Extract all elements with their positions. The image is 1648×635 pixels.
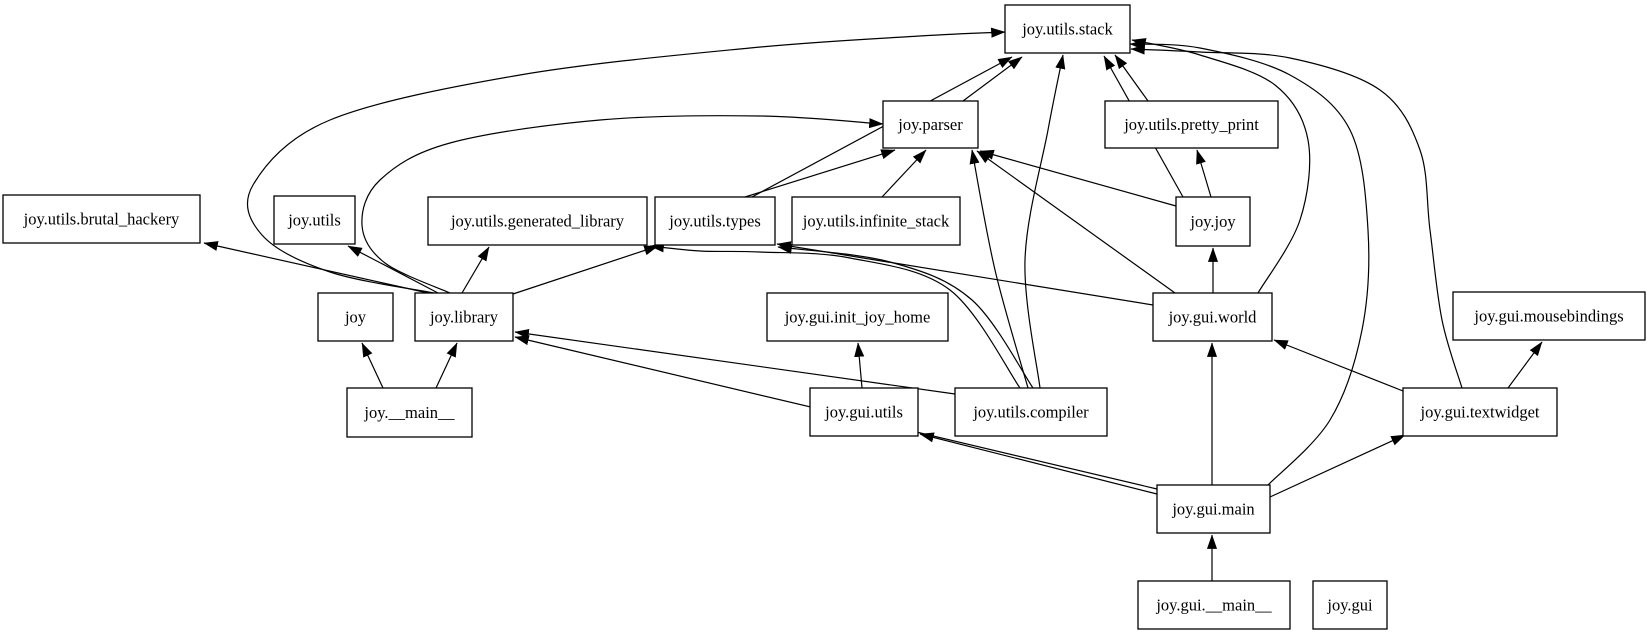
node-box-joy	[317, 292, 394, 342]
edge-joy.gui.world-to-joy.utils.stack	[1131, 38, 1311, 294]
node-box-joy.utils.generated_library	[427, 196, 648, 246]
node-joy.gui: joy.gui	[1312, 580, 1388, 630]
node-joy.library: joy.library	[414, 292, 514, 342]
node-label-joy.gui.utils: joy.gui.utils	[824, 403, 903, 422]
nodes-layer: joy.utils.stack joy.parser joy.utils.prett…	[2, 4, 1646, 630]
edge-joy.__main__-to-joy.library	[435, 342, 458, 389]
node-label-joy.gui.textwidget: joy.gui.textwidget	[1420, 403, 1540, 422]
node-box-joy.__main__	[346, 387, 473, 438]
edge-joy.utils.compiler-to-joy.utils.stack	[1024, 54, 1066, 389]
node-box-joy.gui.textwidget	[1402, 387, 1558, 437]
node-joy: joy	[317, 292, 394, 342]
node-box-joy.utils.types	[654, 196, 776, 246]
edge-joy.gui.world-to-joy.utils.types	[776, 241, 1154, 306]
node-box-joy.utils.infinite_stack	[791, 196, 961, 246]
edge-joy.gui.utils-to-joy.gui.init_joy_home	[854, 342, 865, 389]
edge-joy.library-to-joy.utils.types	[512, 245, 659, 295]
node-joy.joy: joy.joy	[1175, 196, 1251, 247]
edges-layer	[203, 27, 1543, 581]
node-joy.utils.pretty_print: joy.utils.pretty_print	[1104, 100, 1279, 149]
node-joy.utils.infinite_stack: joy.utils.infinite_stack	[791, 196, 961, 246]
node-box-joy.gui.init_joy_home	[766, 292, 949, 342]
node-label-joy.utils.generated_library: joy.utils.generated_library	[450, 212, 625, 231]
node-label-joy.library: joy.library	[429, 308, 499, 327]
node-label-joy.utils.pretty_print: joy.utils.pretty_print	[1123, 115, 1259, 134]
node-box-joy.utils	[273, 195, 356, 245]
edge-joy.utils.compiler-to-joy.parser	[969, 149, 1029, 389]
node-label-joy.utils.infinite_stack: joy.utils.infinite_stack	[802, 212, 950, 231]
node-label-joy: joy	[344, 308, 367, 327]
node-joy.utils.compiler: joy.utils.compiler	[954, 387, 1108, 437]
edge-joy.gui.textwidget-to-joy.utils.stack	[1130, 44, 1463, 389]
edge-joy.library-to-joy.utils.stack	[246, 27, 1006, 294]
node-box-joy.parser	[882, 100, 979, 149]
node-joy.utils: joy.utils	[273, 195, 356, 245]
node-joy.utils.brutal_hackery: joy.utils.brutal_hackery	[2, 194, 201, 244]
node-joy.utils.types: joy.utils.types	[654, 196, 776, 246]
edge-joy.gui.world-to-joy.parser	[976, 150, 1176, 294]
node-box-joy.gui	[1312, 580, 1388, 630]
node-joy.gui.utils: joy.gui.utils	[809, 387, 919, 437]
node-box-joy.utils.brutal_hackery	[2, 194, 201, 244]
node-box-joy.utils.pretty_print	[1104, 100, 1279, 149]
edge-joy.library-to-joy.utils.generated_library	[461, 246, 490, 294]
node-label-joy.utils.compiler: joy.utils.compiler	[972, 403, 1089, 422]
node-label-joy.gui.init_joy_home: joy.gui.init_joy_home	[784, 308, 931, 327]
node-label-joy.utils.types: joy.utils.types	[668, 212, 761, 231]
node-label-joy.gui.__main__: joy.gui.__main__	[1155, 596, 1272, 615]
node-box-joy.gui.world	[1152, 292, 1273, 342]
edge-joy.gui.main-to-joy.utils.stack	[1129, 39, 1370, 486]
node-label-joy.gui.main: joy.gui.main	[1171, 500, 1254, 519]
node-label-joy.utils.brutal_hackery: joy.utils.brutal_hackery	[23, 210, 180, 229]
edge-joy.utils.compiler-to-joy.utils.generated_library	[649, 242, 1021, 389]
node-box-joy.gui.utils	[809, 387, 919, 437]
node-label-joy.parser: joy.parser	[897, 115, 963, 134]
edge-joy.__main__-to-joy	[361, 342, 384, 389]
node-label-joy.gui.world: joy.gui.world	[1168, 308, 1258, 327]
edge-joy.joy-to-joy.parser	[979, 149, 1177, 207]
edge-joy.gui.textwidget-to-joy.gui.world	[1273, 339, 1404, 392]
node-box-joy.utils.compiler	[954, 387, 1108, 437]
node-joy.gui.mousebindings: joy.gui.mousebindings	[1452, 291, 1646, 341]
node-joy.gui.main: joy.gui.main	[1156, 484, 1271, 534]
edge-joy.utils.types-to-joy.parser	[744, 149, 896, 198]
node-box-joy.gui.mousebindings	[1452, 291, 1646, 341]
node-joy.gui.__main__: joy.gui.__main__	[1137, 580, 1291, 630]
node-label-joy.__main__: joy.__main__	[363, 403, 455, 422]
edge-joy.library-to-joy.utils.brutal_hackery	[203, 241, 429, 294]
node-label-joy.utils: joy.utils	[287, 211, 341, 230]
edge-joy.gui.textwidget-to-joy.gui.mousebindings	[1507, 341, 1543, 389]
node-joy.__main__: joy.__main__	[346, 387, 473, 438]
node-label-joy.gui: joy.gui	[1326, 596, 1373, 615]
node-joy.utils.generated_library: joy.utils.generated_library	[427, 196, 648, 246]
node-joy.parser: joy.parser	[882, 100, 979, 149]
node-label-joy.gui.mousebindings: joy.gui.mousebindings	[1473, 307, 1623, 326]
edge-joy.utils.pretty_print-to-joy.utils.stack	[1114, 54, 1149, 102]
node-box-joy.utils.stack	[1004, 4, 1131, 54]
node-box-joy.gui.main	[1156, 484, 1271, 534]
edge-joy.joy-to-joy.utils.pretty_print	[1196, 149, 1212, 198]
edge-joy.gui.main-to-joy.gui.textwidget	[1269, 434, 1406, 498]
node-label-joy.utils.stack: joy.utils.stack	[1021, 20, 1113, 39]
node-joy.gui.init_joy_home: joy.gui.init_joy_home	[766, 292, 949, 342]
node-joy.gui.textwidget: joy.gui.textwidget	[1402, 387, 1558, 437]
edge-joy.utils.infinite_stack-to-joy.parser	[881, 149, 927, 198]
edge-joy.library-to-joy.parser	[361, 115, 884, 294]
edge-joy.gui.main-to-joy.gui.utils	[919, 432, 1158, 495]
edge-joy.library-to-joy.utils	[347, 245, 439, 294]
node-box-joy.library	[414, 292, 514, 342]
node-box-joy.gui.__main__	[1137, 580, 1291, 630]
edge-joy.utils.compiler-to-joy.library	[514, 328, 956, 395]
node-joy.gui.world: joy.gui.world	[1152, 292, 1273, 342]
node-label-joy.joy: joy.joy	[1189, 212, 1236, 231]
node-joy.utils.stack: joy.utils.stack	[1004, 4, 1131, 54]
node-box-joy.joy	[1175, 196, 1251, 247]
